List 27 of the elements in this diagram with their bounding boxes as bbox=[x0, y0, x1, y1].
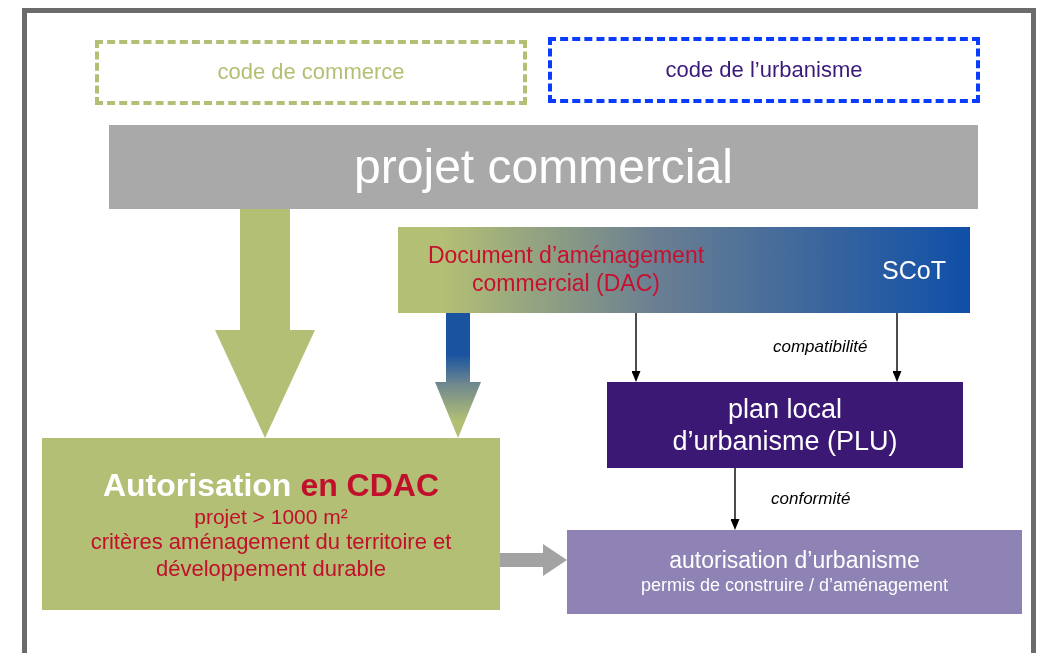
process-box bbox=[567, 530, 1022, 614]
block-arrow bbox=[435, 313, 481, 438]
box-title: plan local d’urbanisme (PLU) bbox=[671, 392, 899, 458]
dashed-box bbox=[95, 40, 527, 105]
arrow bbox=[730, 467, 740, 531]
annotation-text: conformité bbox=[771, 489, 851, 509]
box-title: Autorisation bbox=[102, 465, 292, 505]
box-title: autorisation d’urbanisme bbox=[669, 547, 920, 575]
process-box bbox=[42, 438, 500, 610]
box-label: SCoT bbox=[882, 255, 946, 285]
annotation-text: compatibilité bbox=[773, 337, 868, 357]
box-label: code de l’urbanisme bbox=[665, 56, 863, 84]
arrow bbox=[892, 312, 902, 383]
process-box bbox=[607, 382, 963, 468]
box-label: code de commerce bbox=[217, 59, 405, 86]
block-arrow bbox=[500, 544, 567, 576]
box-title: en CDAC bbox=[300, 465, 440, 505]
box-title: projet commercial bbox=[354, 139, 733, 196]
block-arrow bbox=[215, 209, 315, 438]
gradient-box bbox=[398, 227, 970, 313]
box-text: projet > 1000 m² bbox=[194, 504, 348, 530]
arrow bbox=[631, 312, 641, 383]
box-subtitle: permis de construire / d’aménagement bbox=[640, 575, 949, 597]
box-text: critères aménagement du territoire et développement durable bbox=[89, 529, 453, 583]
process-box bbox=[109, 125, 978, 209]
box-label: Document d’aménagement commercial (DAC) bbox=[426, 242, 706, 298]
dashed-box bbox=[548, 37, 980, 103]
